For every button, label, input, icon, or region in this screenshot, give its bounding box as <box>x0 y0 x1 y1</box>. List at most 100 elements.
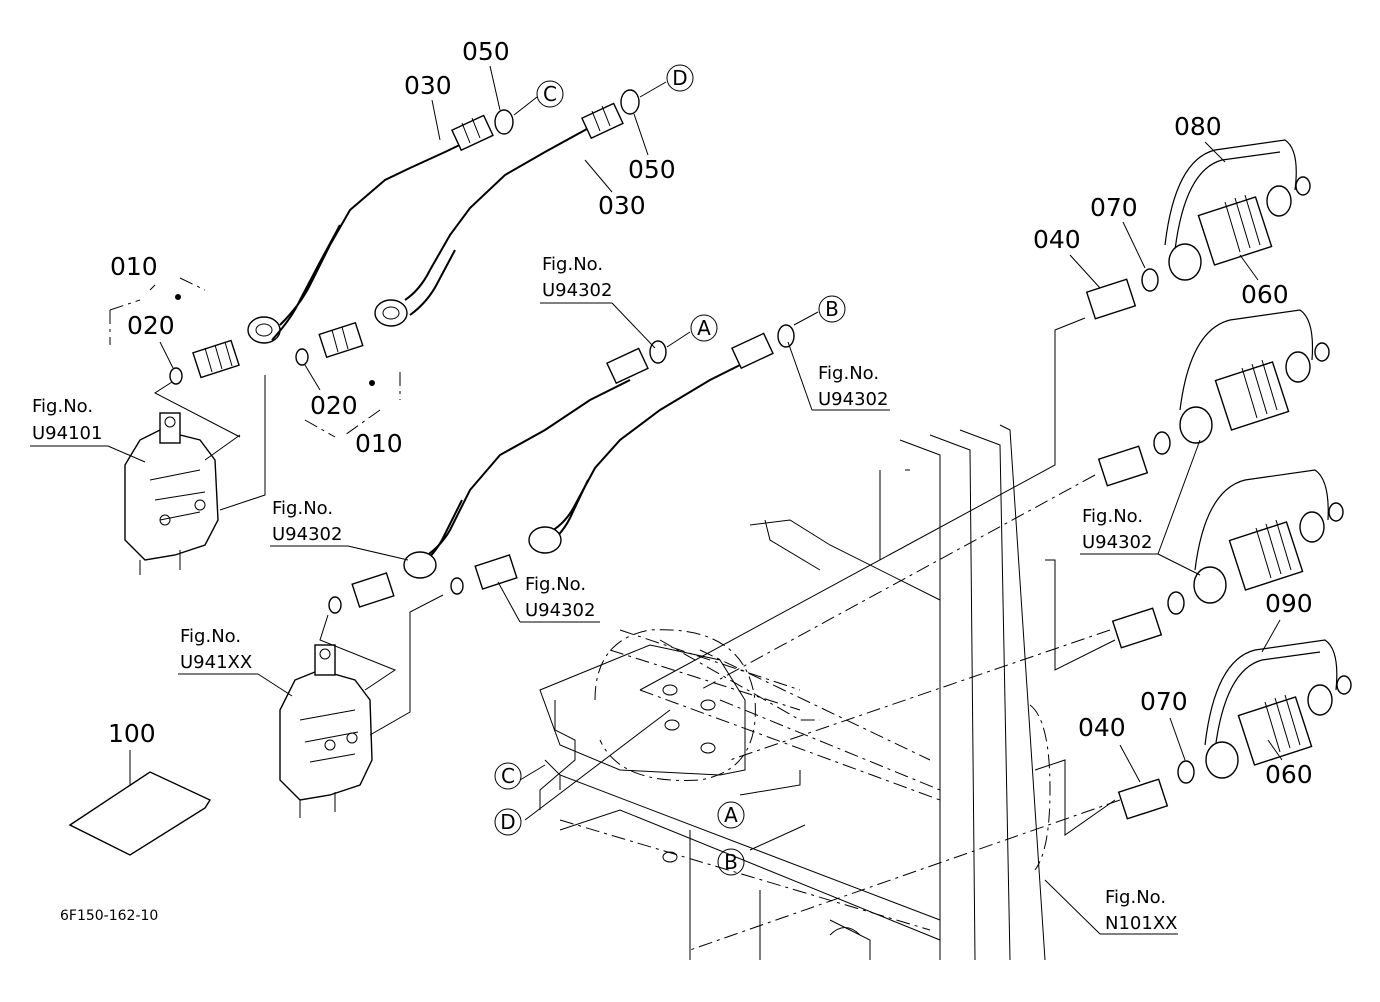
label-090: 090 <box>1265 589 1313 618</box>
fig-ref-u94302-coupler: Fig.No. U94302 <box>1080 439 1201 576</box>
label-010-lower: 010 <box>355 429 403 458</box>
hose-end-fitting-a <box>606 347 649 385</box>
control-valve-upper <box>124 412 219 575</box>
label-030-lower: 030 <box>598 191 646 220</box>
hose-nut-lower-right <box>528 526 562 554</box>
fig-ref-u94302-mid-prefix: Fig.No. <box>525 574 586 595</box>
hose-nut-lower-left <box>403 551 437 579</box>
label-070-upper: 070 <box>1090 193 1138 222</box>
leader-lower-group <box>369 594 444 736</box>
fig-ref-u94302-right-number: U94302 <box>818 389 888 410</box>
fig-ref-u94302-coupler-number: U94302 <box>1082 532 1152 553</box>
callout-c-bottom-text: C <box>501 764 515 788</box>
hose-030-left-inner <box>271 224 341 341</box>
adapter-fitting-lower-left <box>351 572 395 608</box>
callout-c-bottom: C <box>494 762 522 790</box>
marker-dot <box>175 294 181 300</box>
fig-ref-u94302-left-prefix: Fig.No. <box>272 498 333 519</box>
fig-ref-u94101-prefix: Fig.No. <box>32 396 93 417</box>
manual-sheet-100 <box>68 771 212 856</box>
label-070-lower: 070 <box>1140 687 1188 716</box>
label-040-upper: 040 <box>1033 225 1081 254</box>
label-020-upper: 020 <box>127 311 175 340</box>
mounting-frame <box>539 424 1051 961</box>
hose-nut-upper-middle <box>374 299 408 327</box>
hose-lower-left <box>419 379 631 561</box>
callout-a-bottom-text: A <box>724 803 738 827</box>
callout-b-mid: B <box>793 295 846 326</box>
o-ring-lower-left <box>328 596 342 614</box>
routing-lines <box>519 317 1121 951</box>
fig-ref-u94302-top: Fig.No. U94302 <box>540 254 656 349</box>
o-ring-020-upper <box>169 367 183 385</box>
adapter-fitting-upper-middle <box>318 321 364 359</box>
callout-b-bottom-text: B <box>724 850 738 874</box>
fig-ref-u94302-coupler-prefix: Fig.No. <box>1082 506 1143 527</box>
fig-ref-u94302-top-number: U94302 <box>542 280 612 301</box>
hose-030-left <box>279 139 471 326</box>
fig-ref-n101xx-number: N101XX <box>1105 913 1177 934</box>
adapter-fitting-upper-left <box>192 339 240 379</box>
coupler-assembly-2 <box>1097 309 1330 487</box>
o-ring-a <box>649 340 667 364</box>
fig-ref-u94302-mid: Fig.No. U94302 <box>497 574 600 623</box>
coupler-assembly-4 <box>1117 639 1352 820</box>
label-050-lower: 050 <box>628 155 676 184</box>
o-ring-lower-middle <box>450 577 464 595</box>
hose-end-fitting-b <box>731 332 774 370</box>
fig-ref-u94101-number: U94101 <box>32 423 102 444</box>
callout-a-mid: A <box>666 314 718 348</box>
callout-a-bottom: A <box>717 801 745 829</box>
o-ring-b <box>777 324 795 348</box>
callout-b-mid-text: B <box>825 297 839 321</box>
hose-030-right <box>404 117 606 301</box>
fig-ref-u941xx-number: U941XX <box>180 652 252 673</box>
drawing-code: 6F150-162-10 <box>60 908 158 924</box>
coupler-assembly-3 <box>1111 469 1344 649</box>
fig-ref-u94302-right-prefix: Fig.No. <box>818 363 879 384</box>
fig-ref-u94302-top-prefix: Fig.No. <box>542 254 603 275</box>
label-100: 100 <box>108 719 156 748</box>
coupler-assembly-1 <box>1085 139 1311 320</box>
o-ring-050-left <box>494 109 514 135</box>
fig-ref-n101xx: Fig.No. N101XX <box>1044 879 1178 935</box>
label-080: 080 <box>1174 112 1222 141</box>
callout-c-top: C <box>513 80 564 116</box>
marker-dot <box>369 380 375 386</box>
group-010-bracket-upper <box>109 277 206 345</box>
label-060-upper: 060 <box>1241 280 1289 309</box>
callout-c-top-text: C <box>543 82 557 106</box>
adapter-fitting-lower-middle <box>474 554 518 590</box>
fig-ref-u94302-left: Fig.No. U94302 <box>270 498 409 561</box>
label-060-lower: 060 <box>1265 760 1313 789</box>
leader-upper-valve <box>204 434 241 461</box>
label-050-upper: 050 <box>462 37 510 66</box>
callout-d-bottom-text: D <box>500 810 515 834</box>
hose-nut-upper-left <box>247 316 281 344</box>
hose-end-fitting-030-left <box>451 114 494 152</box>
control-valve-lower <box>279 644 373 818</box>
fig-ref-u94302-mid-number: U94302 <box>525 600 595 621</box>
callout-d-top-text: D <box>672 66 687 90</box>
fig-ref-u94302-right: Fig.No. U94302 <box>787 341 890 411</box>
fig-ref-u941xx-prefix: Fig.No. <box>180 626 241 647</box>
callout-d-bottom: D <box>494 808 522 836</box>
leader-lower-valve <box>319 614 397 691</box>
fig-ref-u94302-left-number: U94302 <box>272 524 342 545</box>
fig-ref-u941xx: Fig.No. U941XX <box>178 626 293 697</box>
label-030-upper: 030 <box>404 71 452 100</box>
callout-d-top: D <box>639 64 694 98</box>
callout-b-bottom: B <box>717 848 745 876</box>
group-010-bracket-lower <box>304 372 401 438</box>
label-010-upper: 010 <box>110 252 158 281</box>
callout-a-mid-text: A <box>697 316 711 340</box>
hose-end-fitting-030-right <box>581 102 624 140</box>
fig-ref-n101xx-prefix: Fig.No. <box>1105 887 1166 908</box>
label-020-lower: 020 <box>310 391 358 420</box>
o-ring-020-middle <box>295 348 309 366</box>
leader-upper-group <box>154 375 266 511</box>
fig-ref-u94101: Fig.No. U94101 <box>30 396 146 463</box>
hose-lower-right <box>544 354 761 536</box>
o-ring-050-right <box>620 89 640 115</box>
